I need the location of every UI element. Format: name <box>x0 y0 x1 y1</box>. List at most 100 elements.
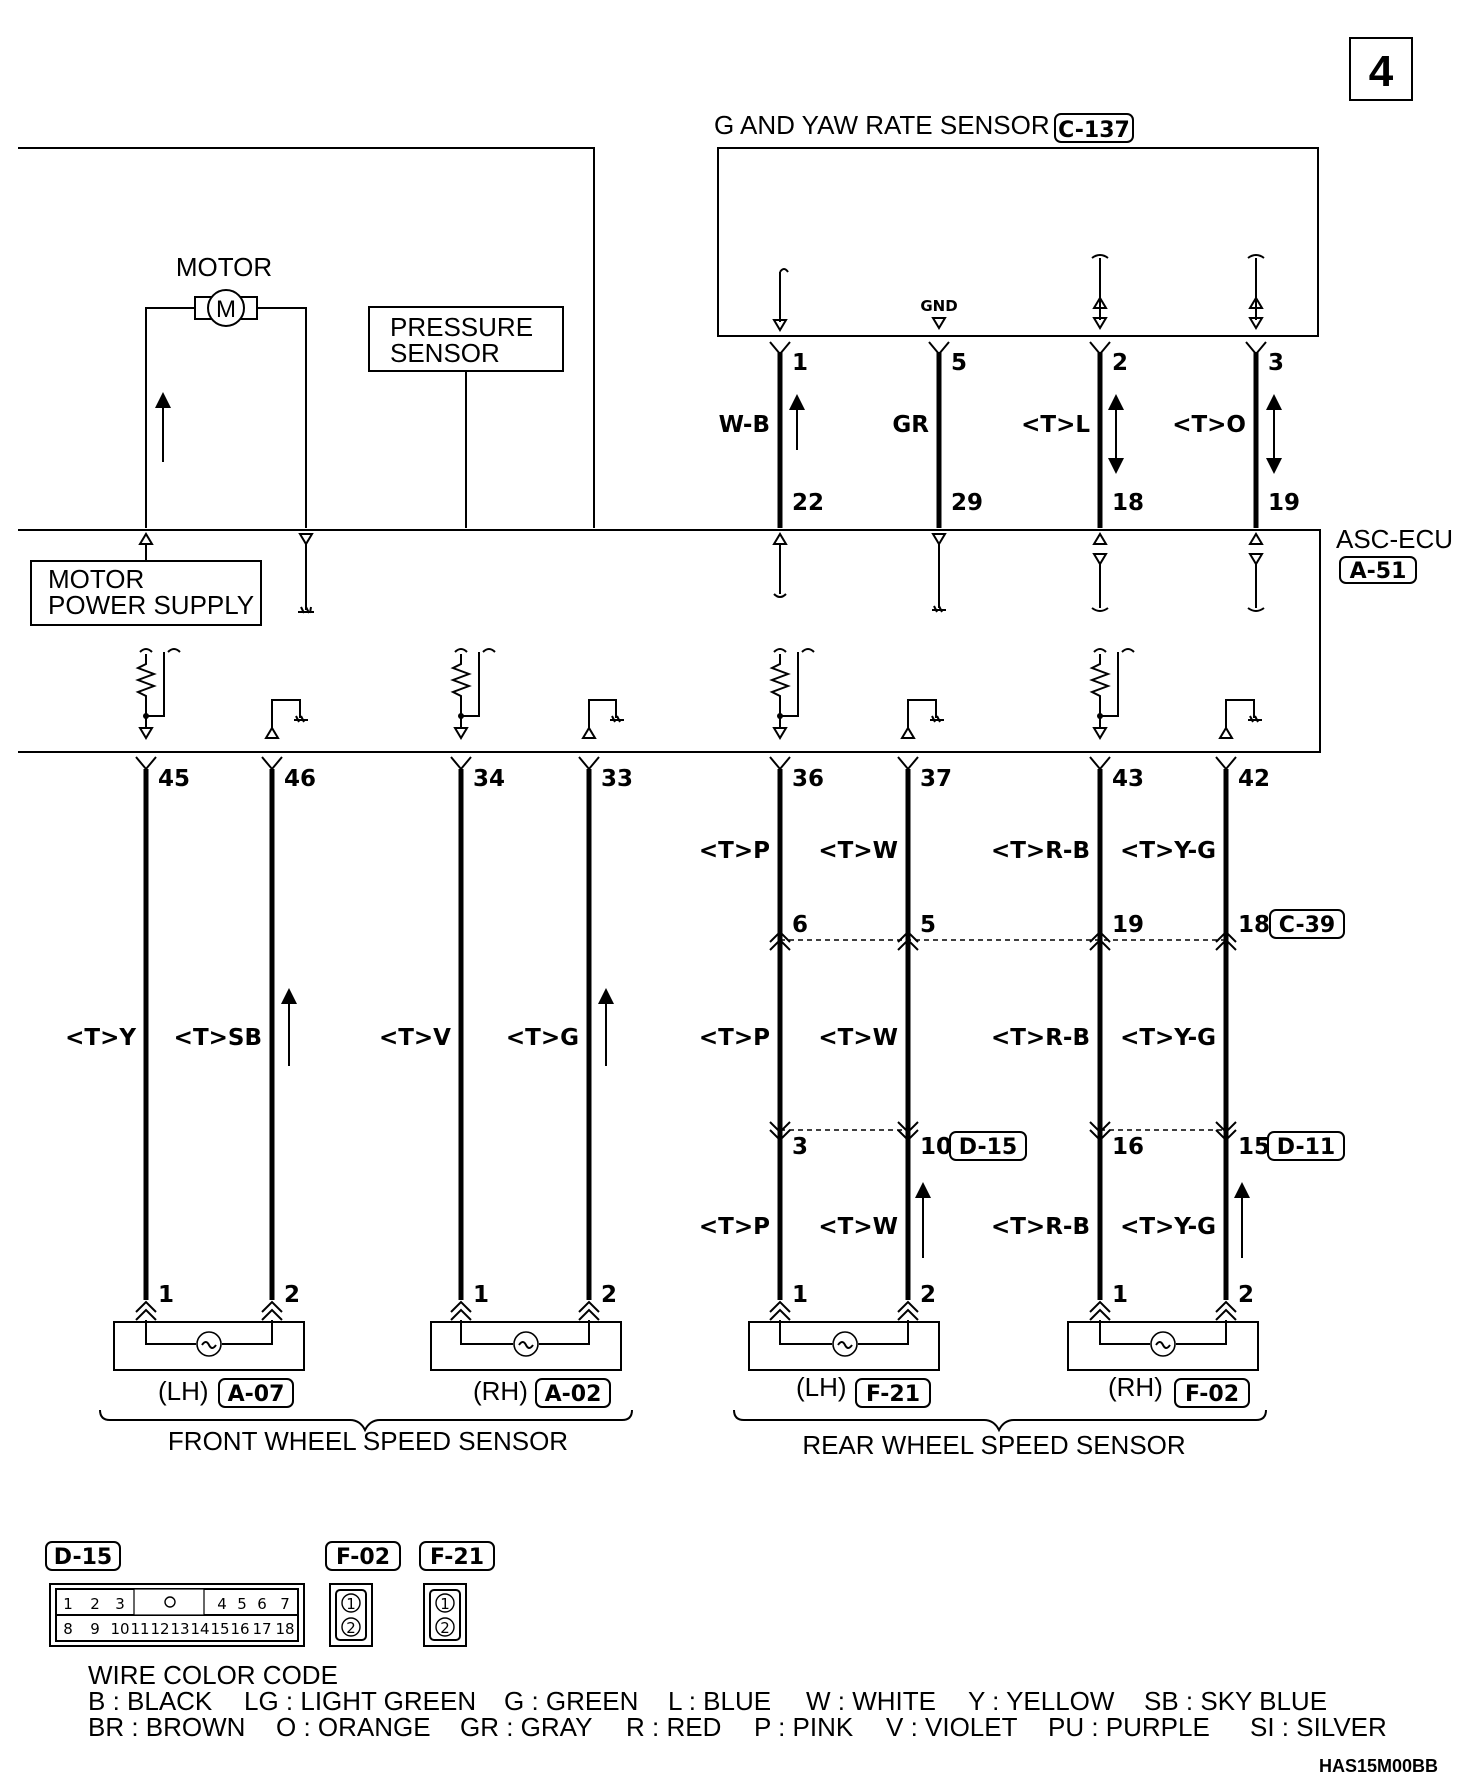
wire-color-rear-low-3: <T>R-B <box>991 1214 1090 1240</box>
ground-46 <box>264 699 308 739</box>
svg-text:7: 7 <box>280 1595 290 1613</box>
front-sensor-title: FRONT WHEEL SPEED SENSOR <box>168 1426 568 1456</box>
legend-f21-face: 1 2 <box>423 1583 467 1647</box>
legend-d15-frame <box>45 1541 121 1571</box>
g-yaw-pin-1: 1 <box>792 350 808 376</box>
svg-text:1: 1 <box>158 1282 174 1308</box>
svg-text:3: 3 <box>115 1595 125 1613</box>
svg-text:Y : YELLOW: Y : YELLOW <box>968 1686 1115 1716</box>
d15-connector: D-15 <box>959 1135 1017 1160</box>
d15-pin-10: 10 <box>920 1134 952 1160</box>
wire-color-rear-mid-3: <T>R-B <box>991 1025 1090 1051</box>
resistor-group-36 <box>769 648 815 740</box>
g-yaw-terminals <box>772 254 1265 332</box>
wire-color-front-lh-2: <T>SB <box>174 1025 262 1051</box>
g-yaw-connector: C-137 <box>1058 118 1130 143</box>
svg-text:15: 15 <box>210 1620 229 1638</box>
legend-f21-label: F-21 <box>430 1545 484 1570</box>
motor-m: M <box>216 296 236 323</box>
d15-pin-3: 3 <box>792 1134 808 1160</box>
f02-connector: F-02 <box>1185 1382 1239 1407</box>
page-number: 4 <box>1369 47 1394 96</box>
g-yaw-connector-frame <box>1054 113 1134 143</box>
g-yaw-box <box>717 147 1319 337</box>
svg-text:8: 8 <box>63 1620 73 1638</box>
svg-text:R : RED: R : RED <box>626 1712 721 1742</box>
svg-text:9: 9 <box>90 1620 100 1638</box>
rear-lh-side: (LH) <box>796 1372 847 1402</box>
svg-text:4: 4 <box>217 1595 227 1613</box>
g-yaw-title: G AND YAW RATE SENSOR <box>714 110 1050 140</box>
connector-legend: D-15 F-02 F-21 1 2 3 4 5 6 7 8 9 10 11 1… <box>45 1541 495 1647</box>
svg-text:BR : BROWN: BR : BROWN <box>88 1712 245 1742</box>
svg-text:O : ORANGE: O : ORANGE <box>276 1712 431 1742</box>
motor-power-supply-line1: MOTOR <box>48 564 144 594</box>
legend-d15-face: 1 2 3 4 5 6 7 8 9 10 11 12 13 14 15 16 1… <box>49 1583 305 1647</box>
wire-color-rear-top-1: <T>P <box>699 838 770 864</box>
svg-text:2: 2 <box>920 1282 936 1308</box>
wire-color-rear-top-2: <T>W <box>818 838 898 864</box>
asc-ecu-connector: A-51 <box>1350 559 1407 584</box>
d11-pin-15: 15 <box>1238 1134 1270 1160</box>
svg-text:B : BLACK: B : BLACK <box>88 1686 213 1716</box>
g-yaw-pin-labels: 1 5 2 3 W-B GR <T>L <T>O 22 29 18 19 <box>719 350 1300 516</box>
a02-connector-frame <box>535 1378 611 1408</box>
svg-text:1: 1 <box>473 1282 489 1308</box>
svg-text:1: 1 <box>1112 1282 1128 1308</box>
asc-ecu-label: ASC-ECU <box>1336 524 1453 554</box>
svg-text:2: 2 <box>1238 1282 1254 1308</box>
svg-text:1: 1 <box>792 1282 808 1308</box>
svg-text:14: 14 <box>190 1620 209 1638</box>
resistor-group-43 <box>1089 648 1135 740</box>
a07-connector: A-07 <box>228 1382 285 1407</box>
front-rh-side: (RH) <box>473 1376 528 1406</box>
doc-code: HAS15M00BB <box>1319 1756 1438 1776</box>
asc-ecu: ASC-ECU A-51 MOTOR POWER SUPPLY <box>18 524 1453 753</box>
front-lh-sensor: 1 2 <box>113 1282 305 1371</box>
d15-connector-frame <box>949 1131 1027 1161</box>
legend-f02-face: 1 2 <box>329 1583 373 1647</box>
svg-text:PU : PURPLE: PU : PURPLE <box>1048 1712 1210 1742</box>
svg-text:P : PINK: P : PINK <box>754 1712 854 1742</box>
rear-rh-sensor-body <box>1067 1321 1259 1371</box>
ecu-pin-43: 43 <box>1112 766 1144 792</box>
svg-text:LG : LIGHT GREEN: LG : LIGHT GREEN <box>244 1686 476 1716</box>
wire-color-gr: GR <box>892 412 929 438</box>
front-rh-sensor: 1 2 <box>430 1282 622 1371</box>
g-yaw-rate-sensor: G AND YAW RATE SENSOR C-137 GND <box>714 110 1319 337</box>
ecu-pin-46: 46 <box>284 766 316 792</box>
ecu-upper-terminals <box>138 532 1265 614</box>
hydraulic-unit: MOTOR M PRESSURE SENSOR <box>18 147 595 528</box>
d11-connector-frame <box>1267 1131 1345 1161</box>
resistor-group-34 <box>450 648 496 740</box>
legend-d15-label: D-15 <box>54 1545 112 1570</box>
legend-f02-label: F-02 <box>336 1545 390 1570</box>
ecu-pin-42: 42 <box>1238 766 1270 792</box>
ecu-pin-22: 22 <box>792 490 824 516</box>
rear-rh-side: (RH) <box>1108 1372 1163 1402</box>
ecu-lower-terminals <box>135 648 1262 740</box>
legend-f21-frame <box>419 1541 495 1571</box>
legend-d15-key <box>164 1596 176 1608</box>
rear-lh-sensor-body <box>748 1321 940 1371</box>
ground-42 <box>1218 699 1262 739</box>
svg-text:2: 2 <box>601 1282 617 1308</box>
svg-text:17: 17 <box>252 1620 271 1638</box>
svg-text:18: 18 <box>275 1620 294 1638</box>
g-yaw-pin-3: 3 <box>1268 350 1284 376</box>
front-rh-sensor-body <box>430 1321 622 1371</box>
wire-color-rear-low-4: <T>Y-G <box>1120 1214 1216 1240</box>
svg-text:1: 1 <box>63 1595 73 1613</box>
svg-text:13: 13 <box>170 1620 189 1638</box>
svg-text:2: 2 <box>284 1282 300 1308</box>
svg-text:6: 6 <box>257 1595 267 1613</box>
ecu-pin-34: 34 <box>473 766 505 792</box>
svg-text:W : WHITE: W : WHITE <box>806 1686 936 1716</box>
ecu-pin-19: 19 <box>1268 490 1300 516</box>
svg-text:2: 2 <box>346 1619 356 1637</box>
motor-label: MOTOR <box>176 252 272 282</box>
bottom-wires <box>135 756 1250 1321</box>
c39-connector: C-39 <box>1279 913 1335 938</box>
legend-f02-frame <box>325 1541 401 1571</box>
g-yaw-wires <box>769 341 1282 528</box>
